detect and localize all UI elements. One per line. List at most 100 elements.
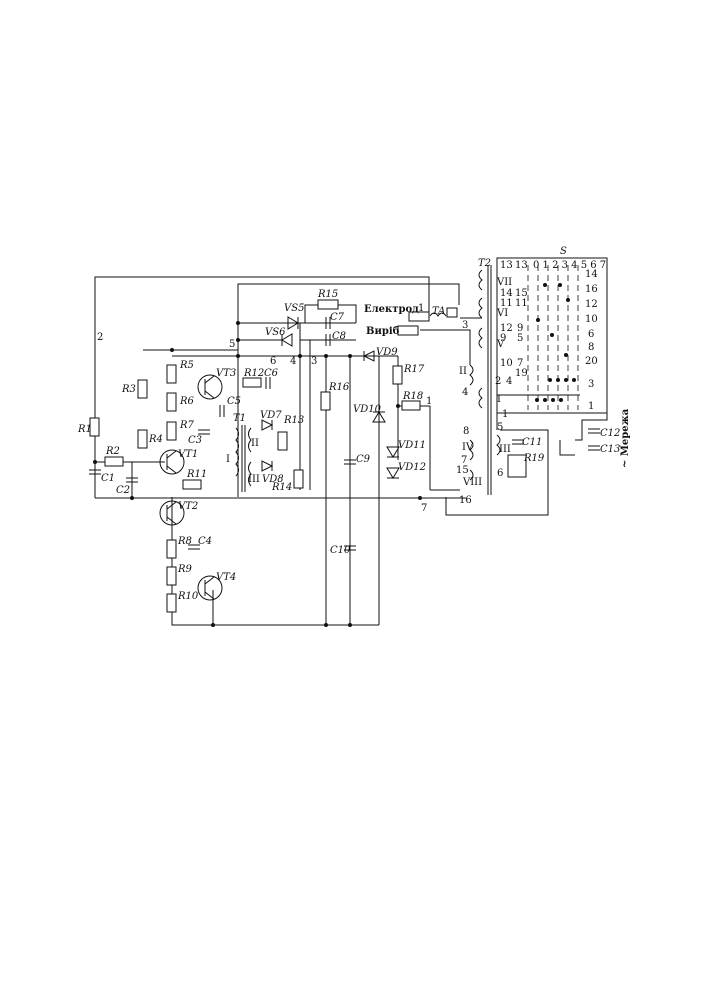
- label-R8: R8: [177, 536, 192, 547]
- capacitors: [89, 317, 600, 551]
- label-C8: C8: [332, 331, 346, 342]
- pin: 5: [229, 339, 235, 350]
- pin: 3: [588, 379, 594, 390]
- T2-winding-IV: IV: [462, 442, 474, 453]
- VD12-symbol: [386, 467, 400, 479]
- label-R3: R3: [121, 384, 136, 395]
- T1-winding-I: I: [226, 454, 230, 465]
- VT4-symbol: [197, 575, 223, 601]
- label-VD10: VD10: [353, 404, 382, 415]
- R1-body: [89, 417, 100, 437]
- component-labels: R1 R2 R3 R4 R5 R6 R7 R8 R9 R10 R11 R12 R…: [77, 246, 620, 602]
- R5-body: [166, 364, 177, 384]
- C7-symbol: [325, 317, 331, 329]
- T1-winding-II: II: [251, 438, 259, 449]
- label-C7: C7: [330, 312, 345, 323]
- pin: 19: [515, 368, 528, 379]
- R14-body: [293, 469, 304, 489]
- R7-body: [166, 421, 177, 441]
- label-C10: C10: [330, 545, 351, 556]
- R13-body: [277, 431, 288, 451]
- VD8-symbol: [261, 460, 274, 472]
- label-VD9: VD9: [376, 347, 398, 358]
- R10-body: [166, 593, 177, 613]
- label-C3: C3: [188, 435, 202, 446]
- pin-labels: 2 5 6 4 3 1 3 4 1 8 7 15 6 16 7 5 2 4 1 …: [97, 260, 598, 514]
- T2-winding-II: II: [459, 366, 467, 377]
- label-VT1: VT1: [178, 449, 198, 460]
- label-R1: R1: [77, 424, 92, 435]
- workpiece-label: Виріб: [366, 326, 400, 337]
- R19-body: [507, 454, 527, 478]
- label-R10: R10: [177, 591, 199, 602]
- R9-body: [166, 566, 177, 586]
- pin: 13: [500, 260, 513, 271]
- C3-symbol: [198, 429, 210, 435]
- transformer-T2: [469, 265, 501, 495]
- T2-winding-VI: VI: [496, 308, 508, 319]
- label-T1: T1: [233, 413, 246, 424]
- R16-body: [320, 391, 331, 411]
- pin: 7: [421, 503, 427, 514]
- electrode-label: Електрод: [364, 304, 419, 315]
- pin: 1: [418, 303, 424, 314]
- label-VS6: VS6: [265, 327, 286, 338]
- pin: 6: [497, 468, 503, 479]
- label-VD8: VD8: [262, 474, 284, 485]
- mains-label: ~ Мережа: [620, 408, 631, 468]
- pin: 14: [500, 288, 513, 299]
- pin: 7: [517, 358, 523, 369]
- label-R16: R16: [328, 382, 350, 393]
- VD10-symbol: [372, 411, 386, 423]
- pin: 6: [588, 329, 594, 340]
- pin: 2: [97, 332, 103, 343]
- winding-labels: I II III VII VI V II I IV III VIII: [226, 277, 512, 488]
- C12-symbol: [588, 428, 600, 434]
- label-R5: R5: [179, 360, 194, 371]
- label-C4: C4: [198, 536, 212, 547]
- label-C9: C9: [356, 454, 371, 465]
- pin: 1: [502, 409, 508, 420]
- pin: 1: [426, 396, 432, 407]
- label-R7: R7: [179, 420, 195, 431]
- pin: 7: [461, 455, 467, 466]
- R2-body: [104, 456, 124, 467]
- pin: 12: [500, 323, 513, 334]
- pin: 2: [495, 376, 501, 387]
- pin: 20: [585, 356, 598, 367]
- label-R17: R17: [403, 364, 425, 375]
- R18-body: [401, 400, 421, 411]
- label-S: S: [560, 246, 567, 257]
- label-R14: R14: [271, 482, 292, 493]
- pin: 15: [456, 465, 469, 476]
- pin: 11: [500, 298, 513, 309]
- T2-winding-I: I: [497, 394, 501, 405]
- pin: 8: [588, 342, 594, 353]
- label-C12: C12: [600, 428, 620, 439]
- resistors: [89, 299, 527, 613]
- pin: 5: [517, 333, 523, 344]
- label-C2: C2: [116, 485, 130, 496]
- C4-symbol: [188, 544, 200, 550]
- diodes: [261, 316, 400, 479]
- label-C1: C1: [101, 473, 115, 484]
- VT1-symbol: [159, 449, 185, 475]
- label-R4: R4: [148, 434, 163, 445]
- T2-winding-III: III: [499, 444, 511, 455]
- VS5-symbol: [287, 316, 299, 330]
- label-VD7: VD7: [260, 410, 282, 421]
- label-R6: R6: [179, 396, 195, 407]
- label-VD11: VD11: [398, 440, 426, 451]
- label-VT2: VT2: [178, 501, 198, 512]
- R6-body: [166, 392, 177, 412]
- transistors: [159, 374, 223, 601]
- pin: 13: [515, 260, 528, 271]
- T1-winding-III: III: [248, 474, 260, 485]
- R11-body: [182, 479, 202, 490]
- electrode-terminal: [408, 311, 430, 322]
- pin: 4: [462, 387, 468, 398]
- label-VS5: VS5: [284, 303, 304, 314]
- pin: 14: [585, 269, 598, 280]
- R3-body: [137, 379, 148, 399]
- VD7-symbol: [261, 419, 274, 431]
